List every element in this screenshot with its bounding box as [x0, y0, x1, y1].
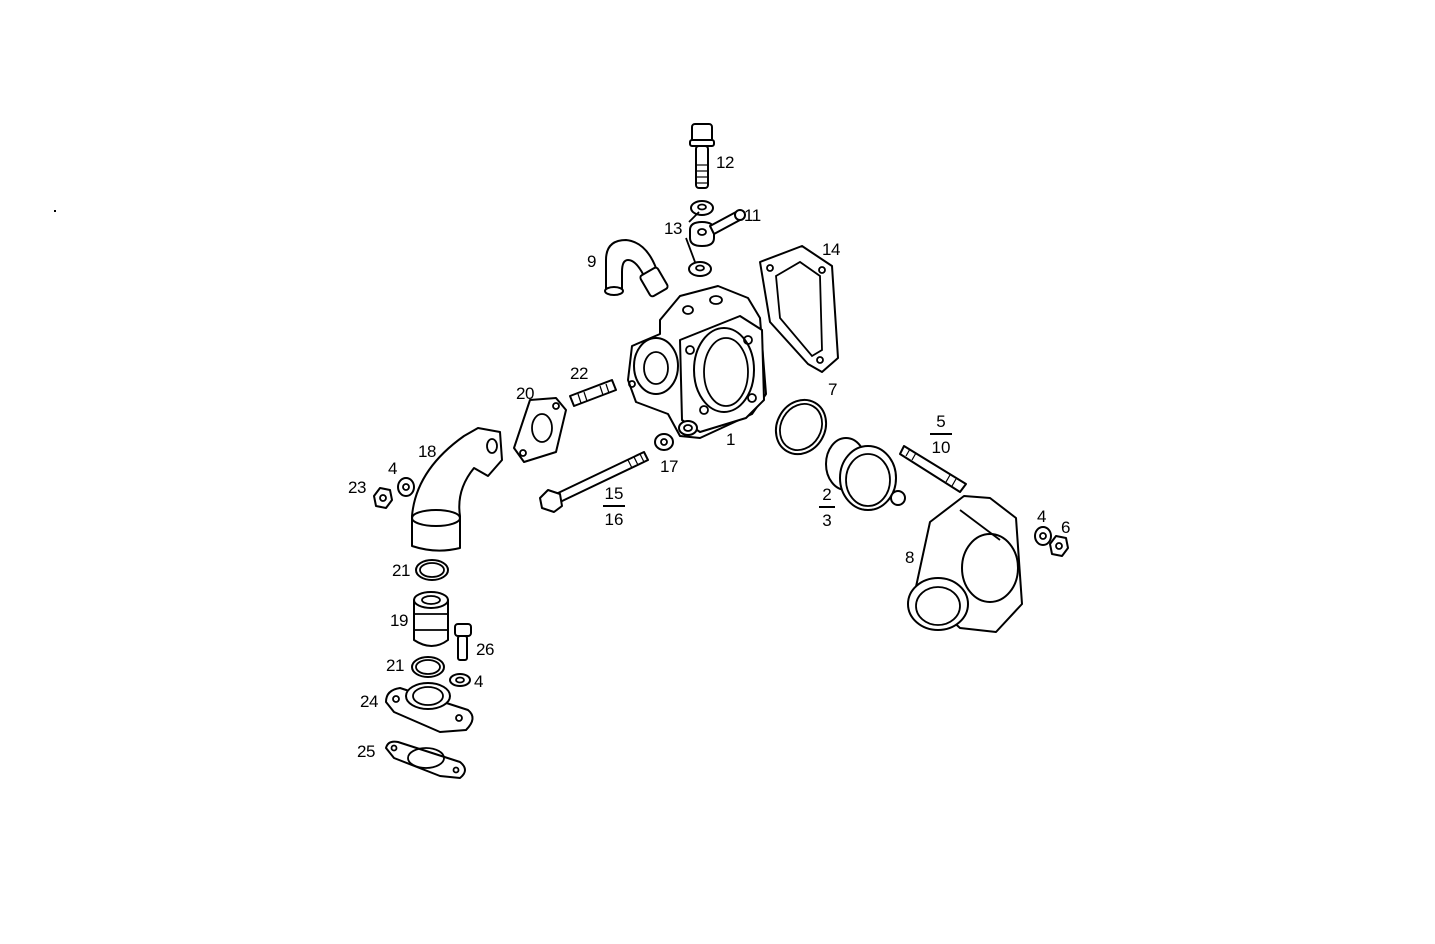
stud-5-10-icon	[899, 445, 967, 493]
label-15: 15	[604, 484, 624, 503]
label-15-16: 15 16	[603, 485, 625, 528]
label-18: 18	[418, 442, 436, 461]
banjo-fitting-11-icon	[689, 209, 746, 247]
washer-13-icon	[685, 200, 714, 277]
gasket-25-icon	[385, 740, 466, 779]
label-4-lower: 4	[474, 672, 483, 691]
elbow-pipe-18-icon	[411, 427, 503, 552]
washer-nut-4-6-icon	[1034, 526, 1069, 557]
label-17: 17	[660, 457, 678, 476]
bolt-26-icon	[454, 623, 472, 661]
o-ring-7-icon	[774, 398, 828, 456]
label-12: 12	[716, 153, 734, 172]
fraction-bar	[930, 433, 952, 435]
label-2-3: 2 3	[819, 486, 835, 529]
label-9: 9	[587, 252, 596, 271]
washer-4-lower-icon	[449, 673, 471, 687]
label-11: 11	[744, 206, 761, 225]
label-1: 1	[726, 430, 735, 449]
thermostat-2-3-icon	[825, 437, 906, 511]
bolt-15-16-icon	[539, 451, 649, 513]
label-21-upper: 21	[392, 561, 410, 580]
nut-23-icon	[373, 487, 393, 509]
label-26: 26	[476, 640, 494, 659]
washer-4-left-icon	[397, 477, 415, 497]
o-ring-21-icon	[411, 559, 449, 678]
label-13: 13	[664, 219, 682, 238]
label-3: 3	[822, 510, 832, 530]
label-19: 19	[390, 611, 408, 630]
label-25: 25	[357, 742, 375, 761]
washer-17-icon	[654, 433, 674, 451]
label-4-right: 4	[1037, 507, 1046, 526]
label-5: 5	[936, 412, 946, 431]
flange-24-icon	[385, 682, 474, 733]
label-8: 8	[905, 548, 914, 567]
label-4-left: 4	[388, 459, 397, 478]
thermostat-housing-1-icon	[627, 285, 767, 439]
label-16: 16	[604, 509, 624, 529]
gasket-14-icon	[759, 245, 839, 373]
label-5-10: 5 10	[930, 413, 952, 456]
stud-22-icon	[569, 379, 617, 407]
gasket-20-icon	[513, 397, 567, 463]
fraction-bar	[819, 506, 835, 508]
label-22: 22	[570, 364, 588, 383]
label-20: 20	[516, 384, 534, 403]
label-23: 23	[348, 478, 366, 497]
outlet-elbow-8-icon	[907, 495, 1023, 633]
fraction-bar	[603, 505, 625, 507]
label-24: 24	[360, 692, 378, 711]
bolt-12-icon	[689, 123, 715, 189]
label-14: 14	[822, 240, 840, 259]
label-6: 6	[1061, 518, 1070, 537]
label-2: 2	[822, 485, 832, 504]
label-7: 7	[828, 380, 837, 399]
label-21-lower: 21	[386, 656, 404, 675]
bent-pipe-9-icon	[604, 239, 669, 298]
sleeve-19-icon	[413, 591, 449, 647]
label-10: 10	[931, 437, 951, 457]
